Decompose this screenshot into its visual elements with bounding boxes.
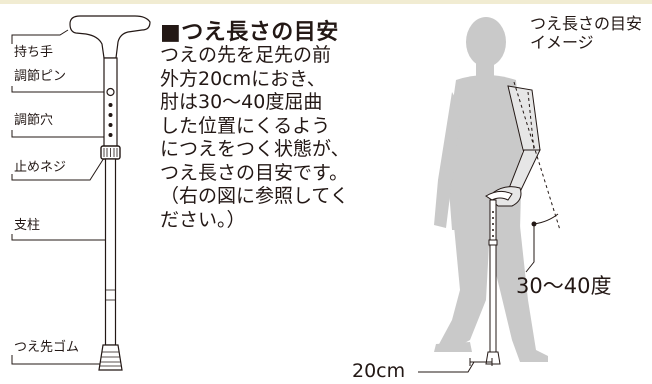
guide-title: ■つえ長さの目安 [160,20,339,45]
lock-screw-label: 止めネジ [14,160,67,175]
pin-leader [11,86,110,93]
person-back-leg [438,226,490,352]
guide-line: 肘は30～40度屈曲 [160,91,323,113]
distance-leader [418,361,475,373]
tip-leader [11,355,110,365]
rubber-tip-label: つえ先ゴム [14,340,80,355]
guide-line: （右の図に参照してく [160,185,349,207]
guide-body: つえの先を足先の前 外方20cmにおき、 肘は30～40度屈曲 した位置にくるよ… [160,44,370,232]
person-silhouette [434,17,548,362]
shaft-label: 支柱 [14,218,41,233]
shaft-leader [11,234,108,241]
grip-leader [11,29,69,44]
lock-screw-leader [11,157,105,181]
guide-line: した位置にくるよう [160,114,331,137]
elbow-angle-arc [533,213,559,225]
illustration-title: つえ長さの目安 イメージ [530,14,642,52]
cane-rubber-tip [98,344,123,371]
grip-label: 持ち手 [14,45,54,60]
adjust-holes-label: 調節穴 [14,113,54,128]
adjust-pin-label: 調節ピン [14,69,67,84]
guide-line: ださい。） [160,208,246,231]
guide-line: につえをつく状態が、 [160,138,350,160]
cane-grip [69,15,151,59]
cane-adjust-hole [108,133,113,137]
illustration-title-line: イメージ [530,33,594,52]
person-head [466,17,506,67]
cane-adjust-hole [108,113,113,117]
elbow-angle-label: 30～40度 [516,274,612,298]
vertical-reference-line [513,81,561,231]
cane-adjust-pin [106,87,115,97]
tip-distance-label: 20cm [352,360,406,382]
angle-leader [525,226,535,273]
person-front-leg [484,226,548,362]
cane-adjust-hole [108,123,113,127]
cane-adjust-hole [108,103,113,107]
guide-line: つえの先を足先の前 [160,44,332,66]
guide-line: つえ長さの目安です。 [160,161,349,184]
illustration-title-line: つえ長さの目安 [530,14,643,33]
holes-leader [11,130,112,138]
guide-line: 外方20cmにおき、 [160,67,326,90]
top-highlight-band [0,0,652,4]
